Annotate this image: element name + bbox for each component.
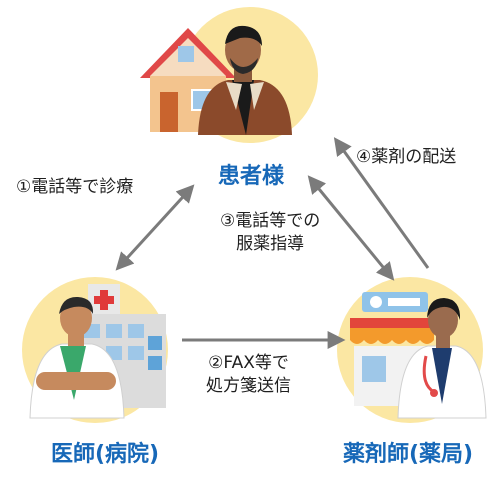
pharmacist-person-icon (397, 298, 487, 419)
step3-label: ③電話等での 服薬指導 (220, 210, 320, 256)
pharmacy-icon (350, 292, 434, 406)
step1-label: ①電話等で診療 (16, 177, 134, 197)
step4-label: ④薬剤の配送 (356, 147, 457, 167)
arrow-delivery (333, 137, 430, 269)
step3-line1: ③電話等での (220, 211, 321, 231)
doctor-illustration (22, 277, 168, 423)
doctor-label: 医師(病院) (50, 442, 160, 467)
doctor-person-icon (29, 296, 125, 419)
step3-line2: 服薬指導 (236, 234, 305, 254)
pharmacist-label: 薬剤師(薬局) (342, 442, 474, 467)
step2-line1: ②FAX等で (208, 353, 289, 373)
step2-label: ②FAX等で 処方箋送信 (206, 352, 291, 398)
step2-line2: 処方箋送信 (206, 376, 291, 396)
pharmacist-illustration (337, 277, 487, 423)
patient-illustration (140, 7, 318, 143)
patient-label: 患者様 (217, 164, 284, 189)
arrow-patient-doctor (115, 184, 195, 271)
arrow-patient-pharmacist (307, 175, 395, 281)
patient-person-icon (198, 25, 292, 135)
